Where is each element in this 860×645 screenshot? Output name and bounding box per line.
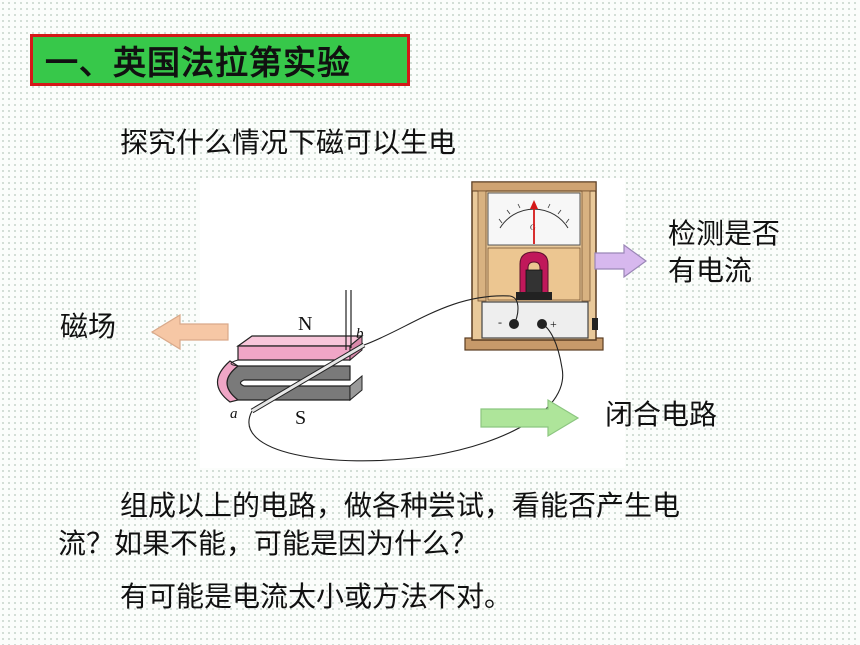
galvanometer: G - + [464,181,604,351]
detect-current-label-line1: 检测是否 [668,217,781,250]
question-line1: 组成以上的电路，做各种尝试，看能否产生电 [120,489,681,522]
subtitle: 探究什么情况下磁可以生电 [120,126,457,159]
point-a-label: a [230,406,238,422]
magnetic-field-label: 磁场 [60,310,117,343]
arrow-to-circuit [480,398,580,438]
circuit-wires [248,295,564,462]
title-banner: 一、英国法拉第实验 [30,34,410,86]
meter-letter: G [530,223,536,232]
page-title: 一、英国法拉第实验 [45,43,351,82]
south-pole-label: S [295,407,306,429]
conductor-rod: a b [230,290,366,422]
question-line2: 流？如果不能，可能是因为什么？ [58,527,479,560]
north-pole-label: N [298,313,312,335]
answer-text: 有可能是电流太小或方法不对。 [120,580,513,613]
closed-circuit-label: 闭合电路 [605,398,718,431]
terminal-plus-label: + [550,317,557,331]
arrow-to-detect [594,244,648,278]
terminal-minus-label: - [498,315,502,329]
faraday-experiment-diagram: G - + N S a b [200,178,625,468]
point-b-label: b [356,326,364,342]
arrow-to-magnet [150,313,229,351]
detect-current-label-line2: 有电流 [668,254,753,287]
